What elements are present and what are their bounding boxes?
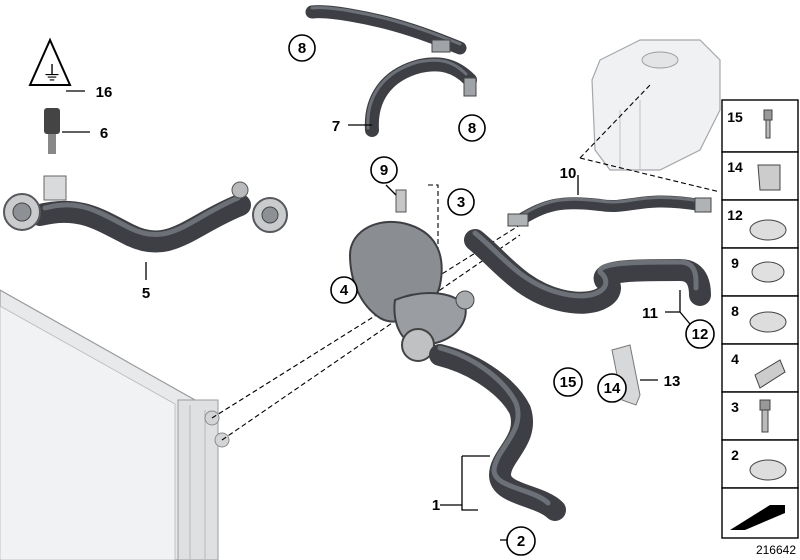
- hose-10: [507, 195, 712, 227]
- callout-1: 1: [432, 497, 440, 514]
- legend-label-4: 4: [731, 351, 739, 367]
- legend-label-15: 15: [727, 109, 743, 125]
- parts-legend: 15 14 12 9 8 4 3 2: [721, 99, 799, 539]
- legend-cell-9: [721, 247, 799, 297]
- legend-label-8: 8: [731, 303, 739, 319]
- callout-10: 10: [560, 165, 577, 182]
- callout-12: 12: [692, 326, 709, 343]
- callout-5: 5: [142, 285, 150, 302]
- callout-12-circle: [685, 319, 715, 349]
- callout-8a-circle: [288, 34, 316, 62]
- assembly-lines: [211, 84, 721, 441]
- callout-8a: 8: [298, 40, 306, 57]
- legend-label-9: 9: [731, 255, 739, 271]
- callout-9: 9: [380, 162, 388, 179]
- callout-8b: 8: [468, 120, 476, 137]
- hose-7: [364, 57, 477, 137]
- expansion-tank: [591, 39, 721, 171]
- hose-8-top: [305, 5, 467, 55]
- callout-13: 13: [664, 373, 681, 390]
- callout-8b-circle: [458, 114, 486, 142]
- callouts: 8 8 7 9 3 4 16 6 5 10 11 12 15 14 13 1 2: [96, 34, 715, 556]
- callout-7: 7: [332, 118, 340, 135]
- legend-label-2: 2: [731, 447, 739, 463]
- callout-3-circle: [447, 188, 475, 216]
- legend-label-12: 12: [727, 207, 743, 223]
- callout-15-circle: [553, 367, 583, 397]
- thermostat-housing: [348, 189, 475, 362]
- hose-5: [3, 175, 288, 253]
- radiator: [0, 289, 230, 560]
- diagram-id: 216642: [756, 543, 796, 557]
- callout-4: 4: [340, 282, 349, 299]
- callout-2: 2: [517, 533, 525, 550]
- legend-label-14: 14: [727, 159, 743, 175]
- legend-label-3: 3: [731, 399, 739, 415]
- hose-11: [464, 229, 711, 314]
- callout-15: 15: [560, 374, 577, 391]
- temperature-sensor: ⏚: [28, 37, 72, 154]
- callout-4-circle: [330, 276, 358, 304]
- callout-11: 11: [642, 305, 658, 322]
- callout-3: 3: [457, 194, 465, 211]
- callout-14-circle: [597, 373, 627, 403]
- leader-lines: [62, 90, 696, 541]
- callout-16: 16: [96, 84, 113, 101]
- callout-9-circle: [370, 156, 398, 184]
- legend-cell-15: [721, 99, 799, 153]
- hose-1: [429, 344, 566, 521]
- svg-text:⏚: ⏚: [42, 61, 62, 85]
- callout-14: 14: [604, 380, 621, 397]
- callout-2-circle: [506, 526, 536, 556]
- callout-6: 6: [100, 125, 108, 142]
